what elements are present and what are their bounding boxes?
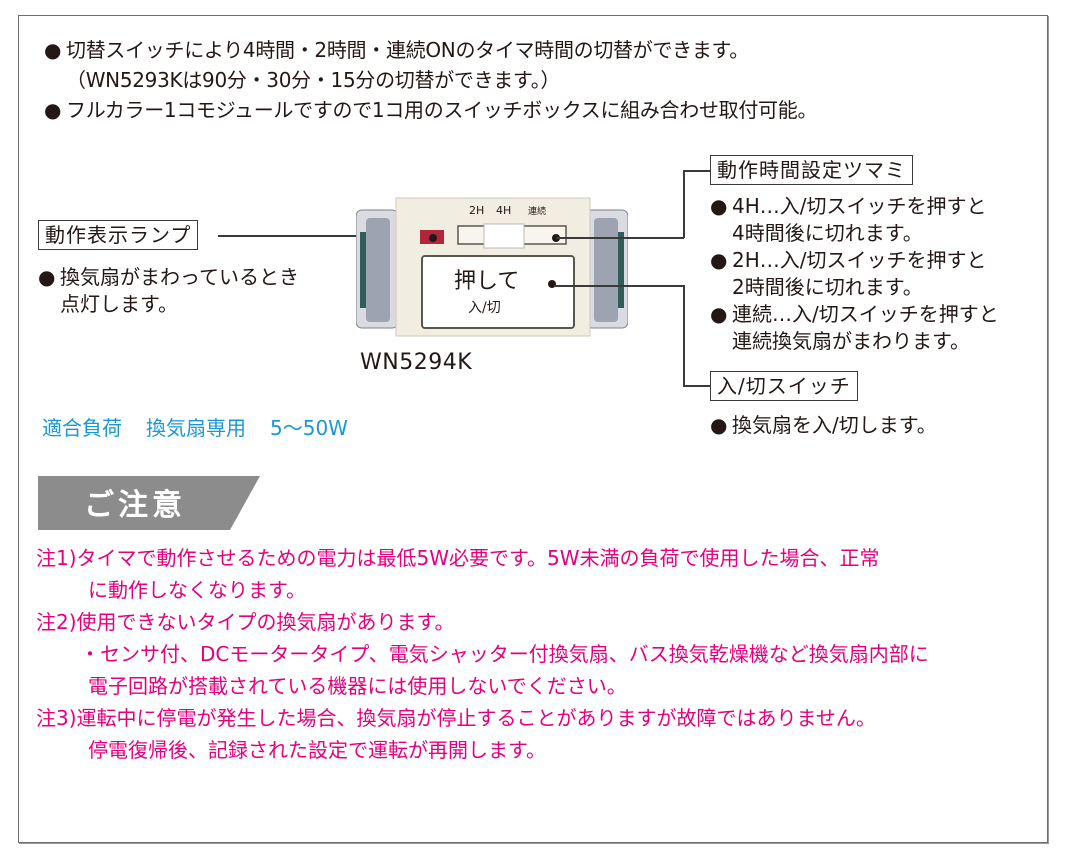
note-1: 注1)タイマで動作させるための電力は最低5W必要です。5W未満の負荷で使用した場… xyxy=(36,546,880,570)
note-2-line2: ・センサ付、DCモータータイプ、電気シャッター付換気扇、バス換気乾燥機など換気扇… xyxy=(80,642,929,666)
note-3-line2: 停電復帰後、記録された設定で運転が再開します。 xyxy=(88,738,546,762)
load-spec-range: 5〜50W xyxy=(270,416,348,440)
load-spec-type: 換気扇専用 xyxy=(146,416,246,440)
lamp-desc-line1: 換気扇がまわっているとき xyxy=(60,265,299,289)
lamp-leader-line xyxy=(218,235,433,237)
dial-item-4h: ●4H…入/切スイッチを押すと xyxy=(710,194,987,218)
bullet-icon: ● xyxy=(44,98,62,122)
dial-label-4h: 4H xyxy=(496,204,511,217)
switch-leader-h2 xyxy=(683,385,711,387)
dial-item-continuous-line2: 連続換気扇がまわります。 xyxy=(732,329,970,353)
bullet-icon: ● xyxy=(710,194,728,218)
onoff-switch-label-text: 入/切スイッチ xyxy=(717,374,851,398)
dial-desc: ●4H…入/切スイッチを押すと 4時間後に切れます。 ●2H…入/切スイッチを押… xyxy=(710,193,999,355)
bullet-icon: ● xyxy=(710,248,728,272)
dial-item-2h-line2: 2時間後に切れます。 xyxy=(732,275,923,299)
intro-line-2: （WN5293Kは90分・30分・15分の切替ができます。） xyxy=(66,66,560,95)
load-spec-label: 適合負荷 xyxy=(42,416,122,440)
switch-illustration: 2H 4H 連続 押して 入/切 xyxy=(355,196,629,338)
onoff-switch-label: 入/切スイッチ xyxy=(710,371,858,401)
note-3: 注3)運転中に停電が発生した場合、換気扇が停止することがありますが故障ではありま… xyxy=(36,706,876,730)
button-text-push: 押して xyxy=(454,269,519,294)
intro-text: （WN5293Kは90分・30分・15分の切替ができます。） xyxy=(66,68,561,92)
switch-leader-h1 xyxy=(554,285,684,287)
bullet-icon: ● xyxy=(710,413,728,437)
dial-item-continuous: ●連続…入/切スイッチを押すと xyxy=(710,302,999,326)
switch-image: 2H 4H 連続 押して 入/切 xyxy=(355,197,629,337)
load-spec: 適合負荷換気扇専用 5〜50W xyxy=(42,412,348,441)
button-text-onoff: 入/切 xyxy=(468,300,501,316)
note-1-line2: に動作しなくなります。 xyxy=(88,578,306,602)
bullet-icon: ● xyxy=(44,38,62,62)
lamp-desc-line2: 点灯します。 xyxy=(60,292,178,316)
document-frame xyxy=(18,15,1048,843)
dial-leader-h1 xyxy=(556,237,684,239)
lamp-label: 動作表示ランプ xyxy=(38,220,199,250)
intro-text: 切替スイッチにより4時間・2時間・連続ONのタイマ時間の切替ができます。 xyxy=(66,38,749,62)
caution-notes: 注1)タイマで動作させるための電力は最低5W必要です。5W未満の負荷で使用した場… xyxy=(36,542,929,766)
bullet-icon: ● xyxy=(710,302,728,326)
intro-line-3: ●フルカラー1コモジュールですので1コ用のスイッチボックスに組み合わせ取付可能。 xyxy=(44,96,817,125)
note-2-line3: 電子回路が搭載されている機器には使用しないでください。 xyxy=(88,674,627,698)
dial-label: 動作時間設定ツマミ xyxy=(710,155,913,185)
note-2: 注2)使用できないタイプの換気扇があります。 xyxy=(36,610,455,634)
dial-label-continuous: 連続 xyxy=(528,205,546,217)
dial-item-2h: ●2H…入/切スイッチを押すと xyxy=(710,248,987,272)
dial-item-4h-line2: 4時間後に切れます。 xyxy=(732,221,923,245)
lamp-desc: ●換気扇がまわっているとき 点灯します。 xyxy=(38,264,299,318)
bullet-icon: ● xyxy=(38,265,56,289)
model-number: WN5294K xyxy=(360,350,473,375)
note-prefix: 注3) xyxy=(36,706,77,730)
dial-label-2h: 2H xyxy=(469,204,484,217)
lamp-label-text: 動作表示ランプ xyxy=(45,223,192,247)
onoff-switch-desc: ●換気扇を入/切します。 xyxy=(710,413,937,437)
dial-label-text: 動作時間設定ツマミ xyxy=(717,158,906,182)
caution-banner-shape xyxy=(38,476,260,530)
intro-text: フルカラー1コモジュールですので1コ用のスイッチボックスに組み合わせ取付可能。 xyxy=(66,98,818,122)
note-prefix: 注1) xyxy=(36,546,77,570)
caution-title: ご注意 xyxy=(84,488,186,523)
note-prefix: 注2) xyxy=(36,610,77,634)
caution-header: ご注意 xyxy=(38,476,260,530)
dial-leader-h2 xyxy=(683,170,711,172)
switch-leader-v xyxy=(683,285,685,386)
intro-line-1: ●切替スイッチにより4時間・2時間・連続ONのタイマ時間の切替ができます。 xyxy=(44,36,749,65)
dial-leader-v xyxy=(683,170,685,238)
